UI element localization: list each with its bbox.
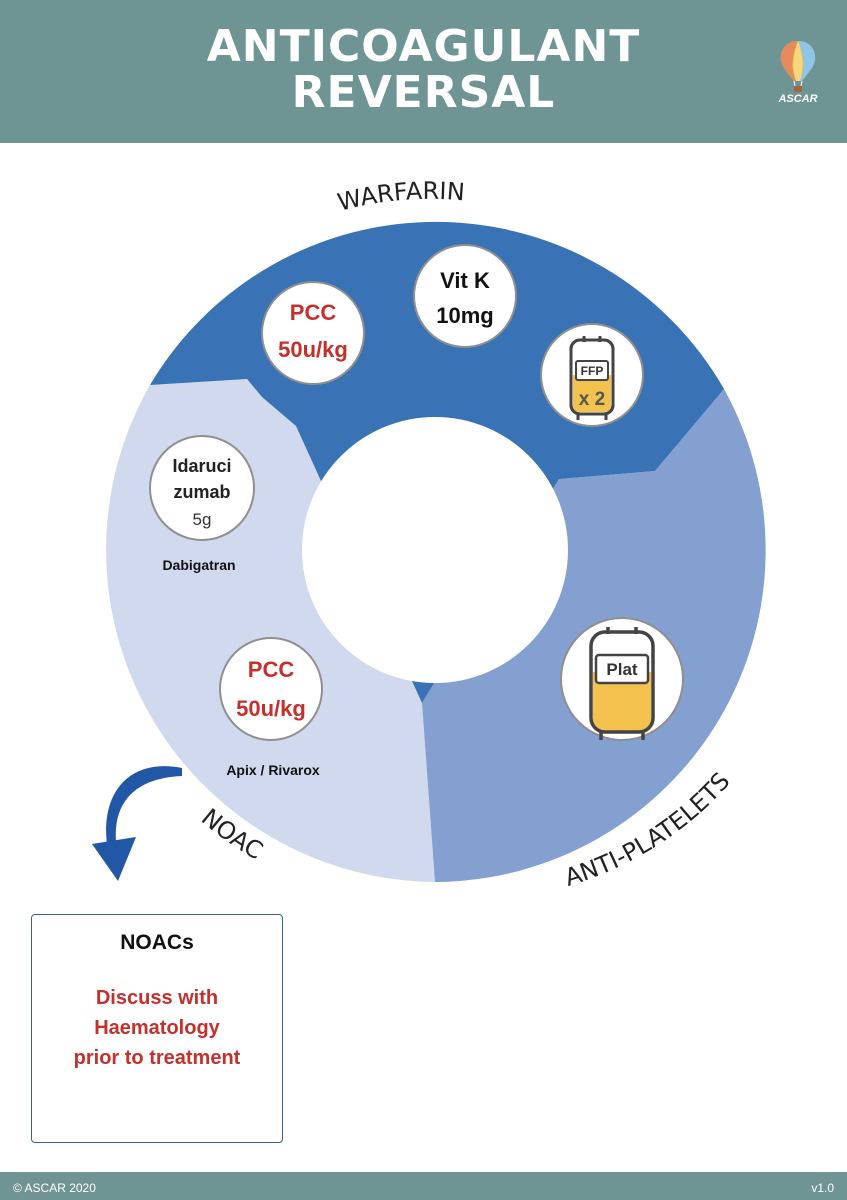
plat-label: Plat (606, 660, 638, 679)
warfarin-pcc-name: PCC (290, 300, 337, 325)
noac-pcc-bubble: PCC 50u/kg (219, 637, 323, 741)
ascar-logo: ASCAR (772, 38, 824, 110)
vitk-name: Vit K (440, 268, 490, 293)
noac-box-title: NOACs (120, 931, 194, 954)
vitk-bubble: Vit K 10mg (413, 244, 517, 348)
curved-arrow-down-icon (92, 766, 182, 881)
warfarin-pcc-bubble: PCC 50u/kg (261, 281, 365, 385)
idarucizumab-line-2: zumab (173, 482, 230, 502)
reversal-ring-diagram: WARFARIN ANTI-PLATELETS NOAC PCC 50u/kg … (92, 177, 766, 892)
noac-box-message: Discuss with Haematology prior to treatm… (52, 983, 262, 1073)
ffp-label: FFP (581, 364, 604, 378)
footer-bar: © ASCAR 2020 v1.0 (0, 1172, 847, 1200)
logo-text: ASCAR (778, 93, 818, 105)
noac-warning-box: NOACs Discuss with Haematology prior to … (31, 914, 283, 1143)
title-line-2: REVERSAL (291, 67, 556, 118)
ffp-multiplier: x 2 (579, 389, 605, 410)
noac-pcc-dose: 50u/kg (236, 696, 306, 721)
warfarin-pcc-dose: 50u/kg (278, 337, 348, 362)
dabigatran-caption: Dabigatran (162, 557, 235, 573)
warfarin-label: WARFARIN (335, 177, 466, 217)
noac-box-line-2: Haematology (94, 1017, 220, 1039)
idarucizumab-dose: 5g (193, 510, 212, 529)
idarucizumab-bubble: Idaruci zumab 5g (149, 435, 255, 541)
page-title: ANTICOAGULANT REVERSAL (0, 24, 847, 116)
plat-bubble: Plat (560, 617, 684, 741)
apix-rivarox-caption: Apix / Rivarox (226, 762, 320, 778)
ffp-bubble: FFP x 2 (540, 323, 644, 427)
ring-center-hole (302, 417, 568, 683)
footer-version: v1.0 (811, 1181, 834, 1195)
noac-box-line-3: prior to treatment (73, 1047, 241, 1069)
footer-copyright: © ASCAR 2020 (13, 1181, 96, 1195)
platelet-bag-icon (589, 627, 655, 740)
blood-bag-icon (569, 336, 615, 420)
noac-box-line-1: Discuss with (95, 987, 219, 1009)
hot-air-balloon-icon (780, 41, 816, 92)
idarucizumab-line-1: Idaruci (172, 456, 231, 476)
vitk-dose: 10mg (436, 303, 493, 328)
noac-pcc-name: PCC (248, 657, 295, 682)
title-line-1: ANTICOAGULANT (206, 21, 641, 72)
header-bar: ANTICOAGULANT REVERSAL ASCAR (0, 0, 847, 143)
